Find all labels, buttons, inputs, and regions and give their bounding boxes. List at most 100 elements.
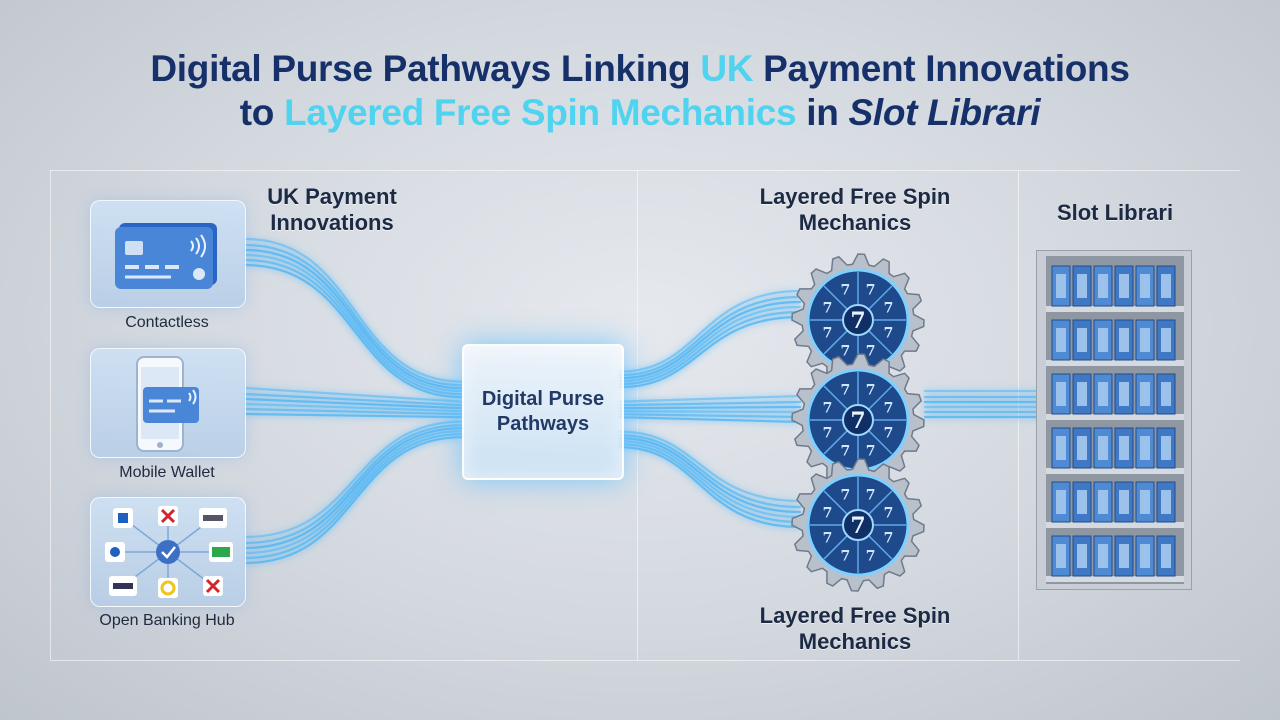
book-spine-label — [1161, 436, 1171, 460]
book-spine-label — [1098, 382, 1108, 406]
flow-line — [618, 440, 802, 519]
grid-line-top — [50, 170, 1240, 171]
contactless-card[interactable] — [90, 200, 246, 308]
flow-line — [243, 258, 464, 396]
book-spine-label — [1140, 544, 1150, 568]
gear-center-seven: 7 — [850, 408, 865, 434]
book-spine-label — [1077, 382, 1087, 406]
shelf-board — [1046, 522, 1184, 528]
title-highlight-uk: UK — [700, 48, 754, 89]
book-spine-label — [1098, 544, 1108, 568]
book-spine-label — [1119, 490, 1129, 514]
gear-symbol: 7 — [823, 426, 833, 442]
flow-line — [243, 392, 464, 407]
flow-line — [243, 407, 464, 416]
gear-symbol: 7 — [823, 505, 833, 521]
flow-line — [618, 443, 802, 524]
flow-line — [618, 434, 802, 509]
book-spine-label — [1161, 328, 1171, 352]
free-spin-title-bottom: Layered Free Spin Mechanics — [759, 603, 951, 654]
gear-symbol: 7 — [866, 488, 876, 504]
library-title: Slot Librari — [1056, 200, 1174, 225]
book-spine-label — [1056, 436, 1066, 460]
book-spine-label — [1077, 436, 1087, 460]
payments-section-title: UK Payment Innovations — [267, 184, 397, 235]
gear-symbol: 7 — [840, 548, 850, 564]
gear-symbol: 7 — [884, 426, 894, 442]
flow-line — [243, 430, 464, 555]
book-spine-label — [1077, 274, 1087, 298]
book-spine-label — [1140, 382, 1150, 406]
grid-line-bottom — [50, 660, 1240, 661]
title-text: Payment Innovations — [753, 48, 1130, 89]
flow-line — [243, 420, 464, 539]
gear-symbol: 7 — [823, 300, 833, 316]
mobile-wallet-icon — [136, 356, 199, 452]
contactless-label: Contactless — [125, 314, 209, 331]
book-spine-label — [1098, 436, 1108, 460]
free-spin-title-top: Layered Free Spin Mechanics — [759, 184, 951, 235]
flow-line — [618, 315, 802, 389]
title-italic-slot-librari: Slot Librari — [848, 92, 1041, 133]
bookshelf-icon — [1035, 249, 1193, 591]
hub-label: Digital Purse Pathways — [481, 388, 605, 435]
book-spine-label — [1098, 328, 1108, 352]
flow-line — [243, 263, 464, 399]
gear-symbol: 7 — [823, 531, 833, 547]
flow-line — [618, 289, 802, 373]
gear-symbol: 7 — [884, 505, 894, 521]
book-spine-label — [1161, 544, 1171, 568]
open-banking-label: Open Banking Hub — [99, 612, 235, 629]
flow-line — [243, 402, 464, 413]
book-spine-label — [1056, 490, 1066, 514]
book-spine-label — [1161, 274, 1171, 298]
book-spine-label — [1140, 490, 1150, 514]
gear-center-seven: 7 — [850, 513, 865, 539]
shelf-board — [1046, 468, 1184, 474]
flow-line — [618, 295, 802, 377]
shelf-board — [1046, 306, 1184, 312]
flow-line — [243, 436, 464, 565]
flow-line — [243, 412, 464, 419]
gear-symbol: 7 — [866, 383, 876, 399]
title-text: Digital Purse Pathways Linking — [150, 48, 701, 89]
title-highlight-free-spin: Layered Free Spin Mechanics — [284, 92, 797, 133]
book-spine-label — [1056, 274, 1066, 298]
book-spine-label — [1161, 382, 1171, 406]
book-spine-label — [1098, 490, 1108, 514]
flow-line — [243, 248, 464, 390]
gear-symbol: 7 — [840, 383, 850, 399]
gear-symbol: 7 — [866, 283, 876, 299]
mobile-wallet-card[interactable] — [90, 348, 246, 458]
flow-line — [243, 237, 464, 383]
book-spine-label — [1119, 544, 1129, 568]
book-spine-label — [1056, 328, 1066, 352]
gear-symbol: 7 — [884, 300, 894, 316]
grid-line-right — [1018, 170, 1019, 660]
book-spine-label — [1119, 274, 1129, 298]
book-spine-label — [1119, 436, 1129, 460]
open-banking-card[interactable] — [90, 497, 246, 607]
flow-line — [243, 386, 464, 403]
flow-line — [618, 305, 802, 383]
shelf-board — [1046, 360, 1184, 366]
flow-line — [618, 410, 802, 414]
bank-network-icon — [105, 506, 233, 598]
flow-line — [618, 416, 802, 424]
book-spine-label — [1119, 382, 1129, 406]
book-spine-label — [1077, 490, 1087, 514]
page-title-line-2: to Layered Free Spin Mechanics in Slot L… — [0, 92, 1280, 134]
flow-line — [243, 243, 464, 387]
gear-symbol: 7 — [884, 400, 894, 416]
book-spine-label — [1056, 544, 1066, 568]
flow-line — [243, 433, 464, 560]
gear-symbol: 7 — [866, 443, 876, 459]
shelf-board — [1046, 414, 1184, 420]
flow-line — [618, 400, 802, 407]
slot-library-bookshelf — [1035, 249, 1193, 595]
